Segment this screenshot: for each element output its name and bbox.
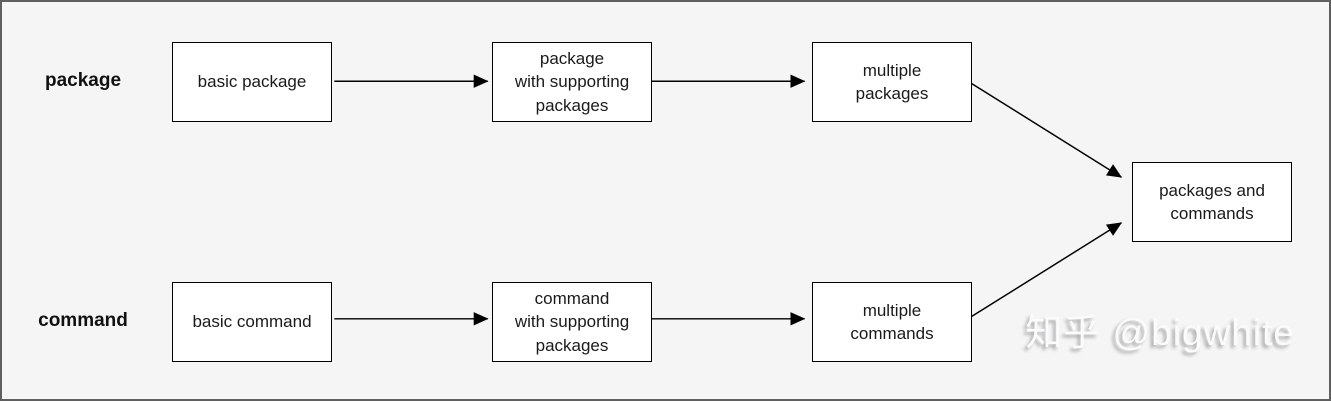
- node-multiple-commands: multiple commands: [812, 282, 972, 362]
- node-packages-and-commands: packages and commands: [1132, 162, 1292, 242]
- node-basic-package: basic package: [172, 42, 332, 122]
- node-multiple-packages: multiple packages: [812, 42, 972, 122]
- node-package-with-supporting-packages: package with supporting packages: [492, 42, 652, 122]
- node-basic-command: basic command: [172, 282, 332, 362]
- row-label-package: package: [44, 70, 122, 91]
- row-label-command: command: [38, 310, 128, 331]
- node-command-with-supporting-packages: command with supporting packages: [492, 282, 652, 362]
- arrow-multiple-packages-to-merge: [967, 80, 1123, 178]
- zhihu-watermark: 知乎 @bigwhite: [1025, 312, 1295, 353]
